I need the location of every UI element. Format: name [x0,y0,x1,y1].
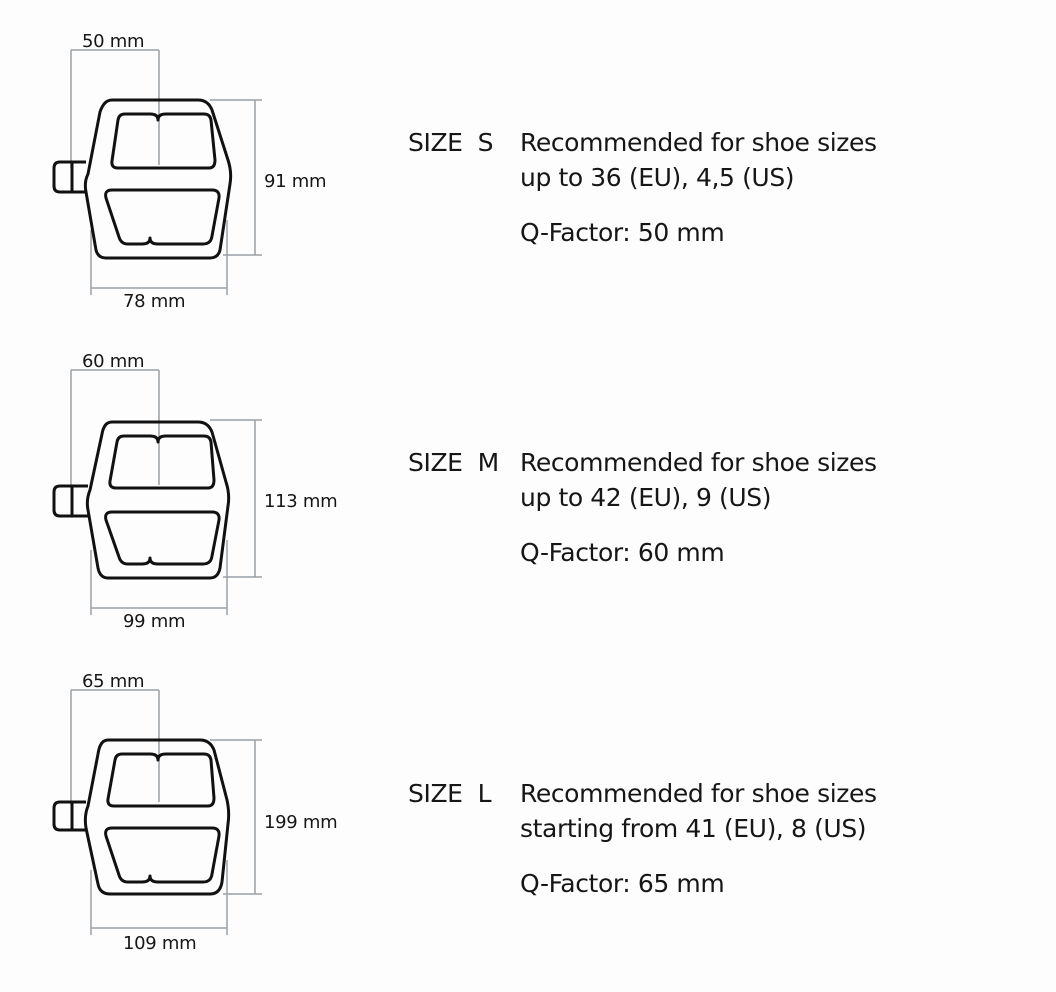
recommend-line-1: Recommended for shoe sizes [520,448,877,477]
width-dimension-label: 78 mm [123,291,185,312]
shoe-size-recommendation: Recommended for shoe sizes starting from… [520,776,1000,846]
pedal-s-diagram: 50 mm 91 mm 78 mm [0,20,400,320]
recommend-line-1: Recommended for shoe sizes [520,779,877,808]
size-label: SIZE L [408,779,492,808]
q-factor-dimension-label: 65 mm [82,671,144,692]
pedal-m-diagram: 60 mm 113 mm 99 mm [0,340,400,640]
recommend-line-2: up to 36 (EU), 4,5 (US) [520,163,795,192]
pedal-outline [52,420,231,580]
size-label: SIZE S [408,128,494,157]
recommend-line-1: Recommended for shoe sizes [520,128,877,157]
q-factor-dimension-label: 60 mm [82,351,144,372]
q-factor-text: Q-Factor: 60 mm [520,538,725,567]
size-m-section: 60 mm 113 mm 99 mm SIZE M Recommended fo… [0,340,1056,660]
size-l-section: 65 mm 199 mm 109 mm SIZE L Recommended f… [0,660,1056,980]
dimension-lines [70,49,262,295]
width-dimension-label: 99 mm [123,611,185,632]
shoe-size-recommendation: Recommended for shoe sizes up to 36 (EU)… [520,125,1000,195]
dimension-lines [70,689,262,935]
length-dimension-label: 113 mm [264,491,337,512]
size-label: SIZE M [408,448,499,477]
pedal-outline [52,98,233,260]
recommend-line-2: up to 42 (EU), 9 (US) [520,483,772,512]
pedal-l-diagram: 65 mm 199 mm 109 mm [0,660,400,960]
shoe-size-recommendation: Recommended for shoe sizes up to 42 (EU)… [520,445,1000,515]
length-dimension-label: 199 mm [264,812,337,833]
recommend-line-2: starting from 41 (EU), 8 (US) [520,814,867,843]
size-s-section: 50 mm 91 mm 78 mm SIZE S Recommended for… [0,20,1056,340]
pedal-outline [52,738,231,896]
length-dimension-label: 91 mm [264,171,326,192]
q-factor-text: Q-Factor: 50 mm [520,218,725,247]
q-factor-text: Q-Factor: 65 mm [520,869,725,898]
dimension-lines [70,369,262,615]
width-dimension-label: 109 mm [123,933,196,954]
q-factor-dimension-label: 50 mm [82,31,144,52]
